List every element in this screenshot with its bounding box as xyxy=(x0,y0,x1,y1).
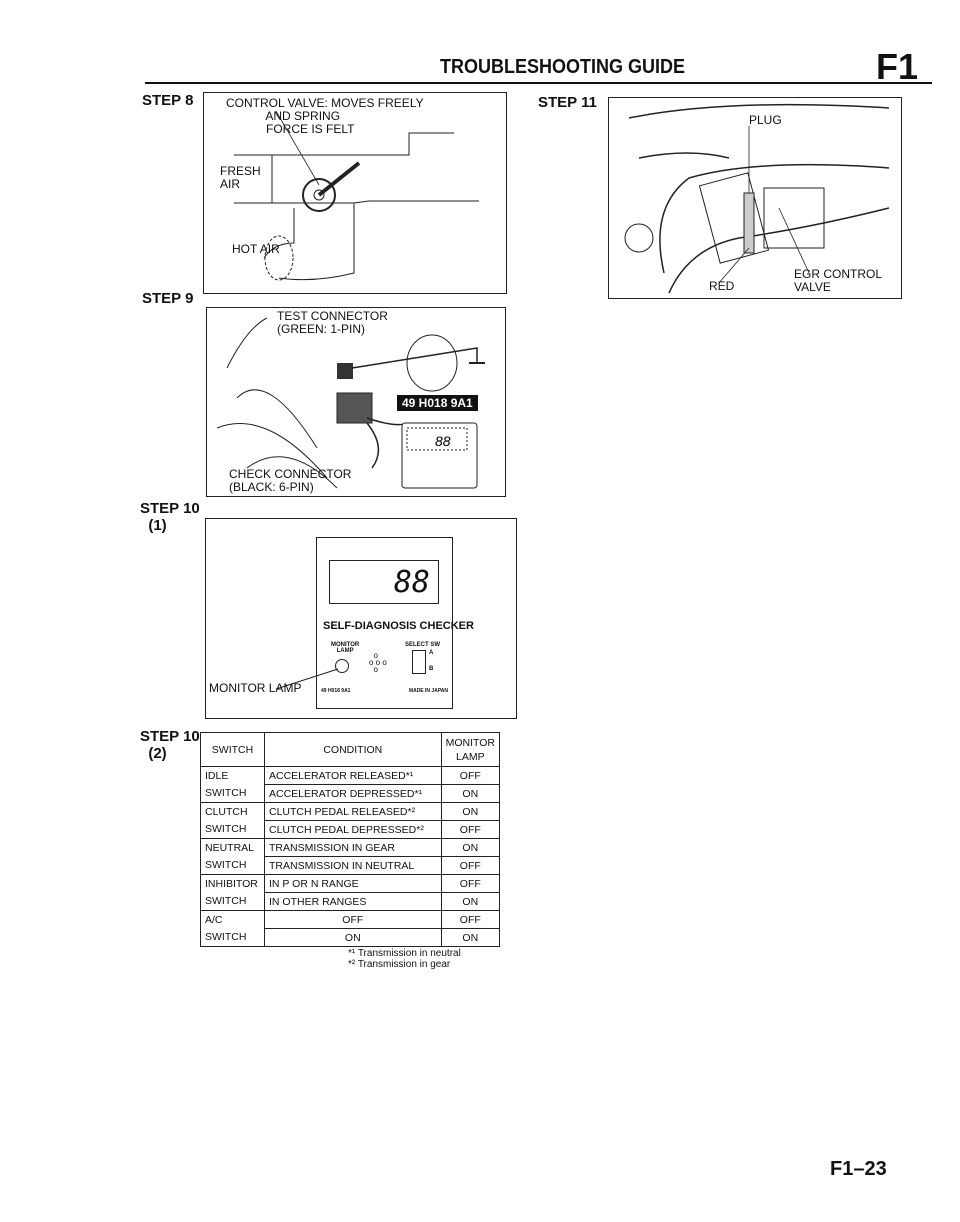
step-11-label: STEP 11 xyxy=(538,94,597,111)
monitor-lamp xyxy=(335,659,349,673)
tool-number-badge: 49 H018 9A1 xyxy=(397,395,478,411)
monitor-lamp-cell: ON xyxy=(440,802,501,821)
monitor-lamp-cell: ON xyxy=(440,892,501,911)
switch-cell: IDLE SWITCH xyxy=(200,766,265,803)
check-connector-label: CHECK CONNECTOR (BLACK: 6-PIN) xyxy=(229,467,352,494)
condition-cell: ON xyxy=(264,928,442,947)
monitor-lamp-cell: OFF xyxy=(440,856,501,875)
monitor-lamp-cell: OFF xyxy=(440,910,501,929)
switch-b-label: B xyxy=(429,666,434,672)
test-connector-label: TEST CONNECTOR (GREEN: 1-PIN) xyxy=(277,309,388,336)
step-8-label: STEP 8 xyxy=(142,92,194,109)
svg-text:88: 88 xyxy=(435,433,451,449)
self-diagnosis-checker: 88 SELF-DIAGNOSIS CHECKER MONITOR LAMP o… xyxy=(316,537,474,709)
control-valve-callout: CONTROL VALVE: MOVES FREELY AND SPRING F… xyxy=(226,96,424,136)
condition-cell: ACCELERATOR DEPRESSED*¹ xyxy=(264,784,442,803)
step-10-2-label: STEP 10 (2) xyxy=(140,728,200,762)
page-number: F1–23 xyxy=(830,1158,887,1180)
monitor-lamp-small-label: MONITOR LAMP xyxy=(331,642,360,654)
condition-cell: TRANSMISSION IN NEUTRAL xyxy=(264,856,442,875)
egr-control-valve-label: EGR CONTROL VALVE xyxy=(794,267,883,294)
step-9-label: STEP 9 xyxy=(142,290,194,307)
switch-cell: A/C SWITCH xyxy=(200,910,265,947)
switch-condition-table: SWITCH CONDITION MONITOR LAMP IDLE SWITC… xyxy=(200,732,501,947)
monitor-lamp-cell: ON xyxy=(440,928,501,947)
condition-cell: CLUTCH PEDAL DEPRESSED*² xyxy=(264,820,442,839)
section-code: F1 xyxy=(876,46,919,87)
condition-cell: TRANSMISSION IN GEAR xyxy=(264,838,442,857)
monitor-lamp-cell: ON xyxy=(440,784,501,803)
footnote-1: *¹ Transmission in neutral xyxy=(348,948,461,959)
hot-air-label: HOT AIR xyxy=(232,242,280,256)
monitor-lamp-cell: OFF xyxy=(440,820,501,839)
step-11-figure: PLUG EGR CONTROL VALVE RED xyxy=(608,97,902,299)
monitor-lamp-cell: ON xyxy=(440,838,501,857)
checker-title: SELF-DIAGNOSIS CHECKER xyxy=(323,620,474,632)
air-valve-illustration xyxy=(234,110,479,281)
select-sw-label: SELECT SW xyxy=(405,642,441,648)
condition-cell: ACCELERATOR RELEASED*¹ xyxy=(264,766,442,785)
step-8-figure: CONTROL VALVE: MOVES FREELY AND SPRING F… xyxy=(203,92,507,294)
red-label: RED xyxy=(709,279,735,293)
select-switch xyxy=(412,650,426,674)
header-switch: SWITCH xyxy=(200,732,265,767)
led-dots: o o o o o xyxy=(369,651,387,674)
table-header-row: SWITCH CONDITION MONITOR LAMP xyxy=(200,732,501,767)
condition-cell: CLUTCH PEDAL RELEASED*² xyxy=(264,802,442,821)
switch-cell: CLUTCH SWITCH xyxy=(200,802,265,839)
switch-cell: INHIBITOR SWITCH xyxy=(200,874,265,911)
condition-cell: OFF xyxy=(264,910,442,929)
part-number-label: 49 H018 9A1 xyxy=(321,688,351,694)
egr-valve-illustration xyxy=(624,103,890,294)
monitor-lamp-callout: MONITOR LAMP xyxy=(209,681,302,695)
page-title: TROUBLESHOOTING GUIDE xyxy=(440,56,686,78)
monitor-lamp-cell: OFF xyxy=(440,874,501,893)
step-9-figure: 88 TEST CONNECTOR (GREEN: 1-PIN) 49 H018… xyxy=(206,307,506,497)
made-in-label: MADE IN JAPAN xyxy=(408,688,448,694)
step-10-1-label: STEP 10 (1) xyxy=(140,500,200,534)
condition-cell: IN P OR N RANGE xyxy=(264,874,442,893)
step-10-1-figure: 88 SELF-DIAGNOSIS CHECKER MONITOR LAMP o… xyxy=(205,518,517,719)
fresh-air-label: FRESH AIR xyxy=(220,164,261,191)
header-monitor-lamp: MONITOR LAMP xyxy=(440,732,501,767)
display-digits: 88 xyxy=(393,565,430,600)
callout-line xyxy=(275,668,339,690)
switch-a-label: A xyxy=(429,650,434,656)
switch-cell: NEUTRAL SWITCH xyxy=(200,838,265,875)
header-condition: CONDITION xyxy=(264,732,442,767)
footnote-2: *² Transmission in gear xyxy=(348,959,451,970)
connector-illustration: 88 xyxy=(216,317,485,489)
checker-display: 88 xyxy=(329,560,439,604)
plug-label: PLUG xyxy=(749,113,782,127)
header-rule xyxy=(145,82,932,84)
monitor-lamp-cell: OFF xyxy=(440,766,501,785)
condition-cell: IN OTHER RANGES xyxy=(264,892,442,911)
